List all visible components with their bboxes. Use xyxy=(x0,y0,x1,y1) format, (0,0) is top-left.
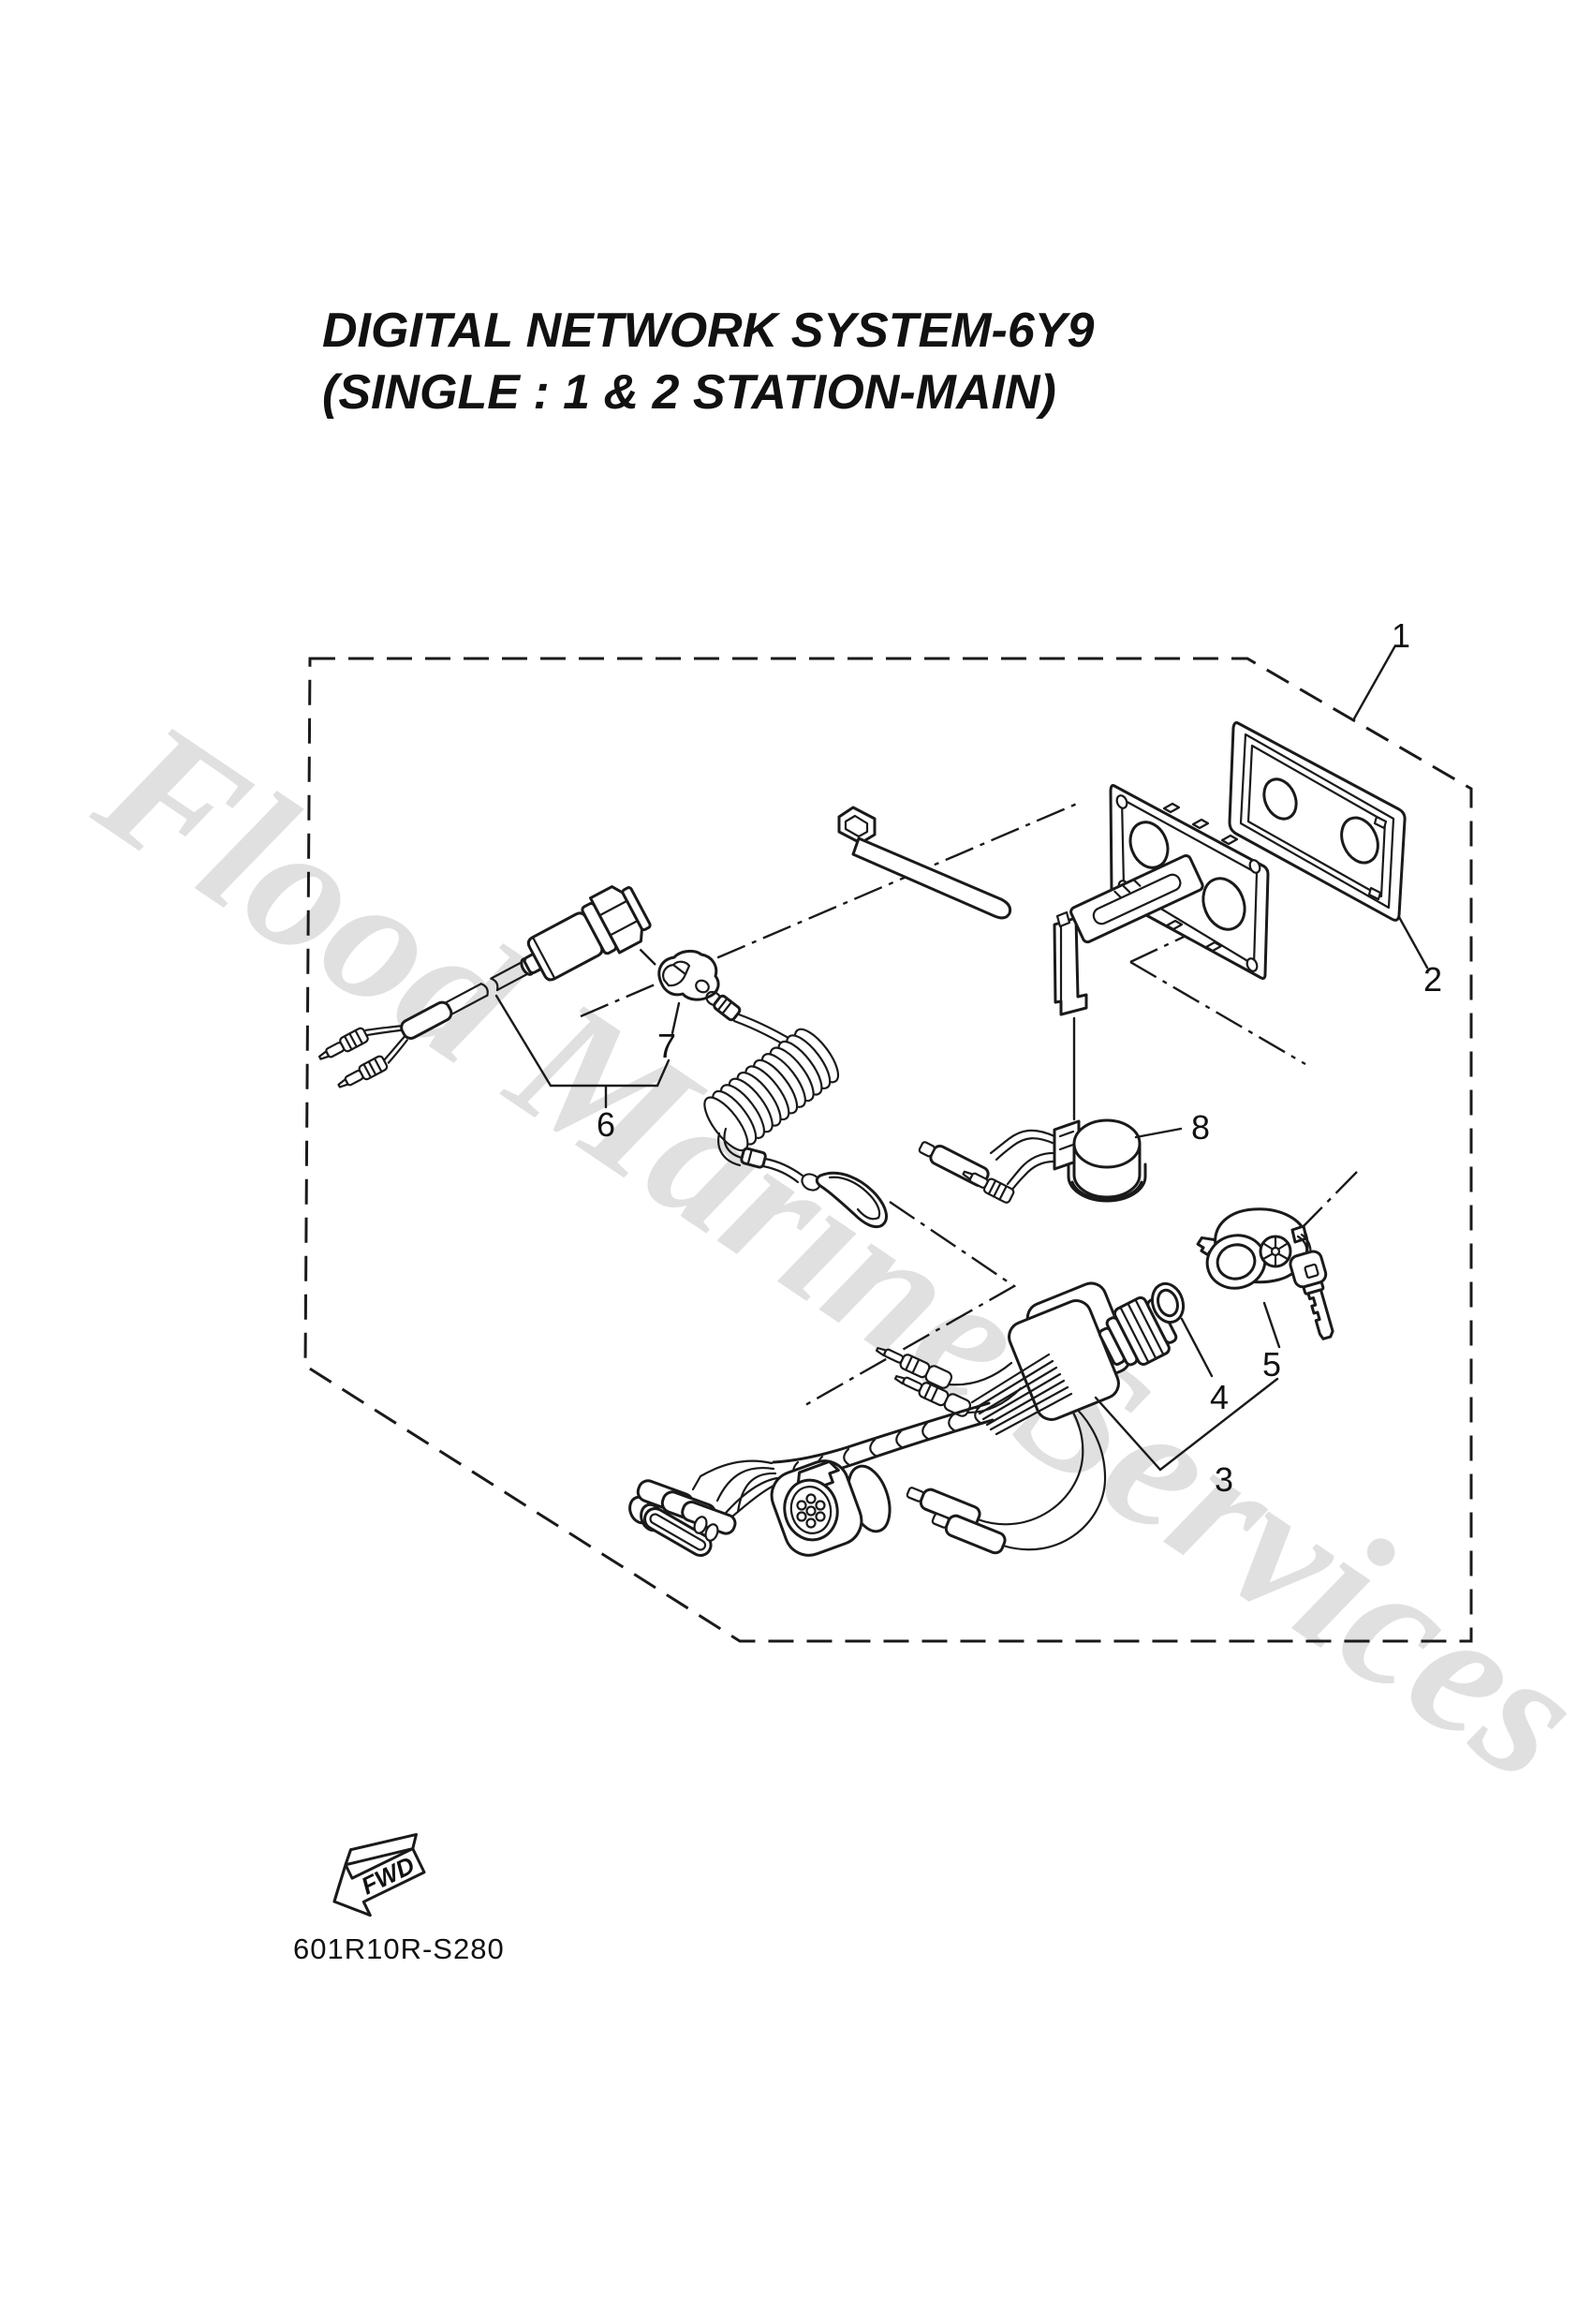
callout-3: 3 xyxy=(1215,1460,1233,1499)
drawing-code: 601R10R-S280 xyxy=(293,1932,505,1965)
callout-6: 6 xyxy=(597,1105,615,1144)
callout-7: 7 xyxy=(657,1027,676,1065)
part-6-connector-cable xyxy=(317,885,652,1088)
title-block: DIGITAL NETWORK SYSTEM-6Y9 (SINGLE : 1 &… xyxy=(322,303,1094,420)
callout-1: 1 xyxy=(1392,616,1410,655)
title-line-2: (SINGLE : 1 & 2 STATION-MAIN) xyxy=(322,365,1056,420)
part-4-oring xyxy=(1150,1281,1186,1325)
fwd-arrow-icon: FWD xyxy=(332,1832,426,1917)
cable-tie xyxy=(837,806,1012,920)
callout-4: 4 xyxy=(1210,1378,1229,1416)
part-7-lanyard xyxy=(657,949,889,1229)
part-3-main-switch xyxy=(628,1281,1178,1557)
mounting-bracket xyxy=(1053,853,1204,1121)
part-8-cap xyxy=(918,1118,1147,1204)
callout-5: 5 xyxy=(1262,1345,1281,1384)
dashed-border xyxy=(303,657,1473,1643)
callout-8: 8 xyxy=(1191,1108,1210,1147)
title-line-1: DIGITAL NETWORK SYSTEM-6Y9 xyxy=(322,303,1094,358)
callout-numbers: 1 2 3 4 5 6 7 8 xyxy=(597,616,1442,1499)
part-5-keys xyxy=(1196,1207,1334,1340)
part-1-bezel xyxy=(1228,721,1407,922)
multi-pin-connector xyxy=(770,1459,892,1557)
leader-lines xyxy=(494,645,1429,1472)
callout-2: 2 xyxy=(1423,960,1442,999)
